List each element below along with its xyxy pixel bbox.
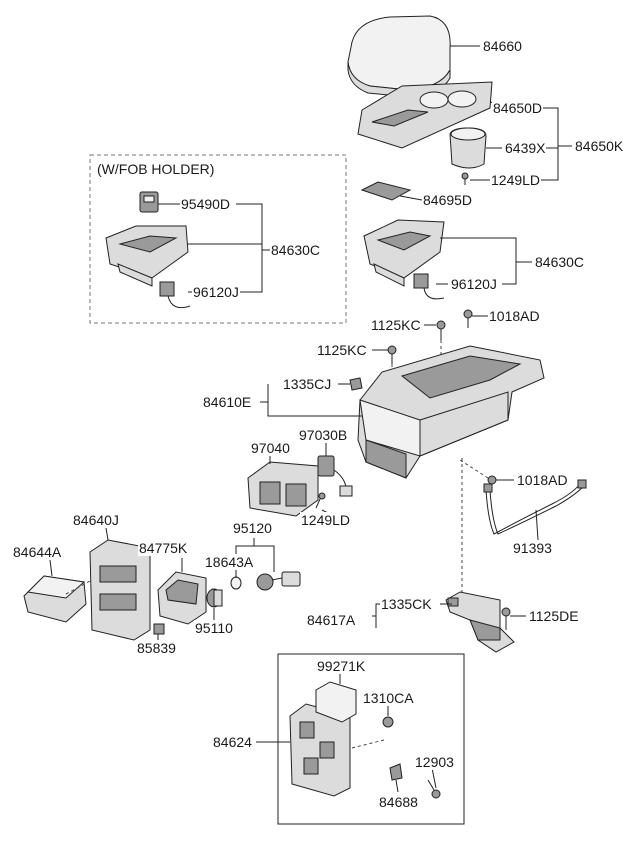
clip-84688 [389, 763, 403, 781]
tray-guide-line [65, 579, 93, 595]
label-1249LD-top: 1249LD [490, 172, 542, 188]
console-mat [360, 181, 412, 201]
label-12903: 12903 [414, 754, 455, 770]
nut-guide-line [351, 739, 385, 749]
label-18643A: 18643A [204, 554, 255, 570]
cigar-lighter [206, 588, 223, 608]
label-85839: 85839 [136, 640, 177, 656]
storage-box [363, 219, 445, 287]
label-1310CA: 1310CA [362, 690, 415, 706]
label-96120J: 96120J [450, 276, 498, 292]
front-tray [23, 575, 87, 623]
clip-85839 [153, 623, 165, 635]
screw-1249LD-mid [315, 492, 326, 509]
label-1125KC-b: 1125KC [316, 342, 368, 358]
label-96120J-fob: 96120J [192, 284, 240, 300]
air-vent [247, 461, 319, 517]
switch-connector [317, 455, 353, 497]
label-1335CJ: 1335CJ [282, 376, 333, 392]
mounting-group-box [277, 653, 465, 825]
clip-1335CJ [349, 377, 363, 391]
label-1249LD-mid: 1249LD [300, 512, 352, 528]
fob-holder-group-title: (W/FOB HOLDER) [96, 161, 216, 177]
label-1018AD-top: 1018AD [488, 308, 541, 324]
lamp-bulb [230, 576, 242, 590]
label-84640J: 84640J [72, 512, 120, 528]
bolt-1125DE [501, 607, 511, 630]
label-84630C: 84630C [534, 254, 586, 270]
label-1018AD-mid: 1018AD [516, 472, 569, 488]
label-95110: 95110 [194, 620, 234, 636]
label-95490D: 95490D [180, 196, 232, 212]
label-84660: 84660 [482, 38, 523, 54]
label-97040: 97040 [250, 440, 291, 456]
label-6439X: 6439X [504, 140, 547, 156]
support-bracket [315, 681, 357, 723]
screw-1018AD-mid [459, 459, 497, 485]
rear-bracket [445, 591, 515, 653]
label-84617A: 84617A [306, 612, 357, 628]
label-84695D: 84695D [422, 192, 474, 208]
mounting-bracket [289, 703, 351, 797]
screw-1018AD-top [463, 309, 473, 328]
label-84624: 84624 [212, 734, 253, 750]
bolt-12903 [427, 779, 441, 799]
cup-holder-insert [449, 127, 487, 169]
storage-box-fob [105, 225, 189, 287]
power-outlet [256, 571, 301, 591]
ashtray [157, 571, 207, 625]
label-84650K: 84650K [574, 138, 625, 154]
front-bezel [89, 539, 151, 641]
fob-holder-switch [139, 191, 159, 213]
label-84644A: 84644A [12, 544, 63, 560]
label-84775K: 84775K [138, 540, 189, 556]
label-84650D: 84650D [492, 100, 544, 116]
label-99271K: 99271K [316, 658, 367, 674]
console-upper-cover [357, 81, 493, 149]
usb-jack-fob [159, 281, 191, 309]
console-body [357, 345, 545, 479]
label-1125KC-a: 1125KC [370, 317, 422, 333]
label-84688: 84688 [378, 794, 419, 810]
fob-holder-group-box [89, 154, 347, 324]
label-91393: 91393 [512, 540, 553, 556]
label-97030B: 97030B [298, 427, 349, 443]
harness-cable [483, 479, 587, 535]
label-84610E: 84610E [202, 394, 253, 410]
clip-1335CK [447, 597, 459, 607]
screw-1249LD-top [461, 172, 469, 185]
label-95120: 95120 [232, 520, 273, 536]
label-1335CK: 1335CK [380, 596, 433, 612]
label-84630C-fob: 84630C [270, 242, 322, 258]
usb-jack [413, 273, 445, 300]
label-1125DE: 1125DE [528, 608, 580, 624]
nut-1310CA [382, 716, 394, 728]
